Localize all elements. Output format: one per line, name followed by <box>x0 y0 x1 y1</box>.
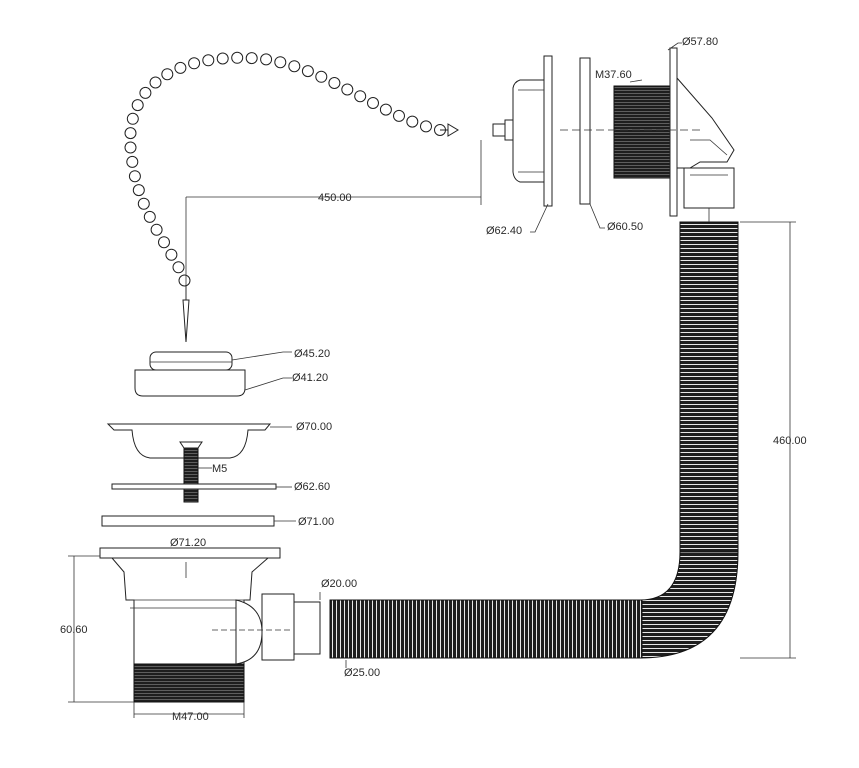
chain-bead <box>143 210 156 223</box>
chain-length-dimension: 450.00 <box>185 140 482 300</box>
chain-bead <box>216 52 229 65</box>
chain-bead <box>124 141 137 154</box>
chain-bead <box>149 76 162 89</box>
plug-top-label: Ø45.20 <box>294 348 330 360</box>
hose-length-dimension: 460.00 <box>740 221 807 659</box>
chain-bead <box>406 115 419 128</box>
chain-bead <box>139 86 152 99</box>
chain-bead <box>161 68 174 81</box>
chain-bead <box>301 65 314 78</box>
chain-bead <box>260 53 273 66</box>
flexible-hose <box>329 208 739 659</box>
chain-bead <box>188 57 201 70</box>
seal-label: Ø71.00 <box>298 516 334 528</box>
chain-bead <box>178 274 191 287</box>
chain-bead <box>379 103 392 116</box>
chain-bead <box>393 109 405 122</box>
chain-bead <box>420 120 432 133</box>
overflow-gasket-label: Ø60.50 <box>607 221 643 233</box>
chain-bead <box>126 112 139 125</box>
chain-bead <box>124 127 137 140</box>
chain-bead <box>315 70 328 83</box>
chain-bead <box>137 197 150 210</box>
strainer-set: Ø70.00 M5 Ø62.60 Ø71.00 <box>101 421 334 528</box>
body-dimensions: 60.60 M47.00 <box>60 555 245 723</box>
chain-bead <box>126 155 139 168</box>
chain-bead <box>328 77 341 89</box>
strainer-label: Ø70.00 <box>296 421 332 433</box>
chain-bead <box>172 261 185 274</box>
chain-bead <box>231 51 244 64</box>
chain-bead <box>150 223 163 236</box>
chain-end-clip <box>440 123 459 137</box>
overflow-thread-label: M37.60 <box>595 69 632 81</box>
overflow-flange-label: Ø57.80 <box>682 36 718 48</box>
chain-bead <box>132 184 145 197</box>
body-flange-label: Ø71.20 <box>170 537 206 549</box>
chain-bead <box>131 99 144 112</box>
hose-outer-label: Ø25.00 <box>344 667 380 679</box>
chain-bead <box>245 52 258 65</box>
chain-bead <box>274 56 287 69</box>
body-height-label: 60.60 <box>60 624 88 636</box>
bath-plug: Ø45.20 Ø41.20 <box>134 348 330 397</box>
chain-bead <box>158 236 170 249</box>
screw-label: M5 <box>212 463 227 475</box>
chain-bead <box>174 61 187 74</box>
chain-bead <box>354 90 367 103</box>
chain-bead <box>367 97 379 109</box>
plug-bottom-label: Ø41.20 <box>292 372 328 384</box>
washer-label: Ø62.60 <box>294 481 330 493</box>
chain-length-label: 450.00 <box>318 192 352 204</box>
hose-length-label: 460.00 <box>773 435 807 447</box>
chain-bead <box>341 83 354 96</box>
chain-bead <box>128 170 141 183</box>
waste-body: Ø71.20 Ø20.00 Ø25.00 <box>99 537 380 703</box>
chain-bead <box>202 54 215 67</box>
chain-bead <box>165 248 178 261</box>
overflow-assembly: Ø62.40 Ø60.50 Ø57.80 M37.60 <box>486 36 735 237</box>
outlet-inner-label: Ø20.00 <box>321 578 357 590</box>
chain-bead <box>288 60 301 73</box>
body-thread-label: M47.00 <box>172 711 209 723</box>
overflow-face-label: Ø62.40 <box>486 225 522 237</box>
chain-beads <box>124 51 446 287</box>
